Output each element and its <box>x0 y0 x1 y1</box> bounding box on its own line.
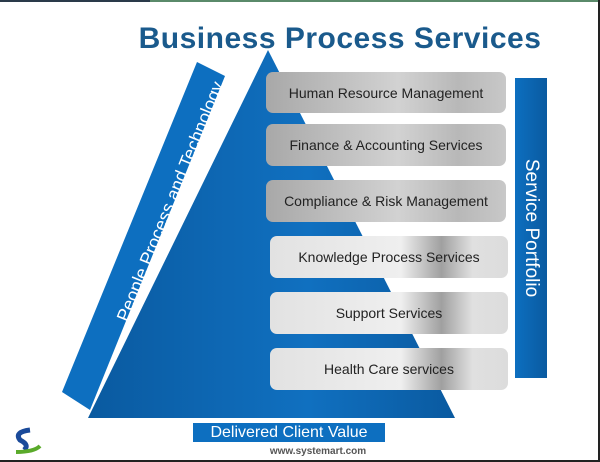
portfolio-bar: Service Portfolio <box>515 78 547 378</box>
service-box: Knowledge Process Services <box>270 236 508 278</box>
service-box: Health Care services <box>270 348 508 390</box>
delivered-client-value: Delivered Client Value <box>193 423 385 442</box>
portfolio-label: Service Portfolio <box>521 158 542 298</box>
logo-icon <box>15 427 42 454</box>
service-box: Human Resource Management <box>266 72 506 113</box>
website-url: www.systemart.com <box>269 446 367 457</box>
top-border-dark <box>0 0 150 2</box>
page-title: Business Process Services <box>138 22 542 55</box>
side-band <box>62 62 225 410</box>
service-box: Compliance & Risk Management <box>266 180 506 222</box>
top-border <box>0 0 600 2</box>
service-box: Support Services <box>270 292 508 334</box>
service-box: Finance & Accounting Services <box>266 124 506 166</box>
